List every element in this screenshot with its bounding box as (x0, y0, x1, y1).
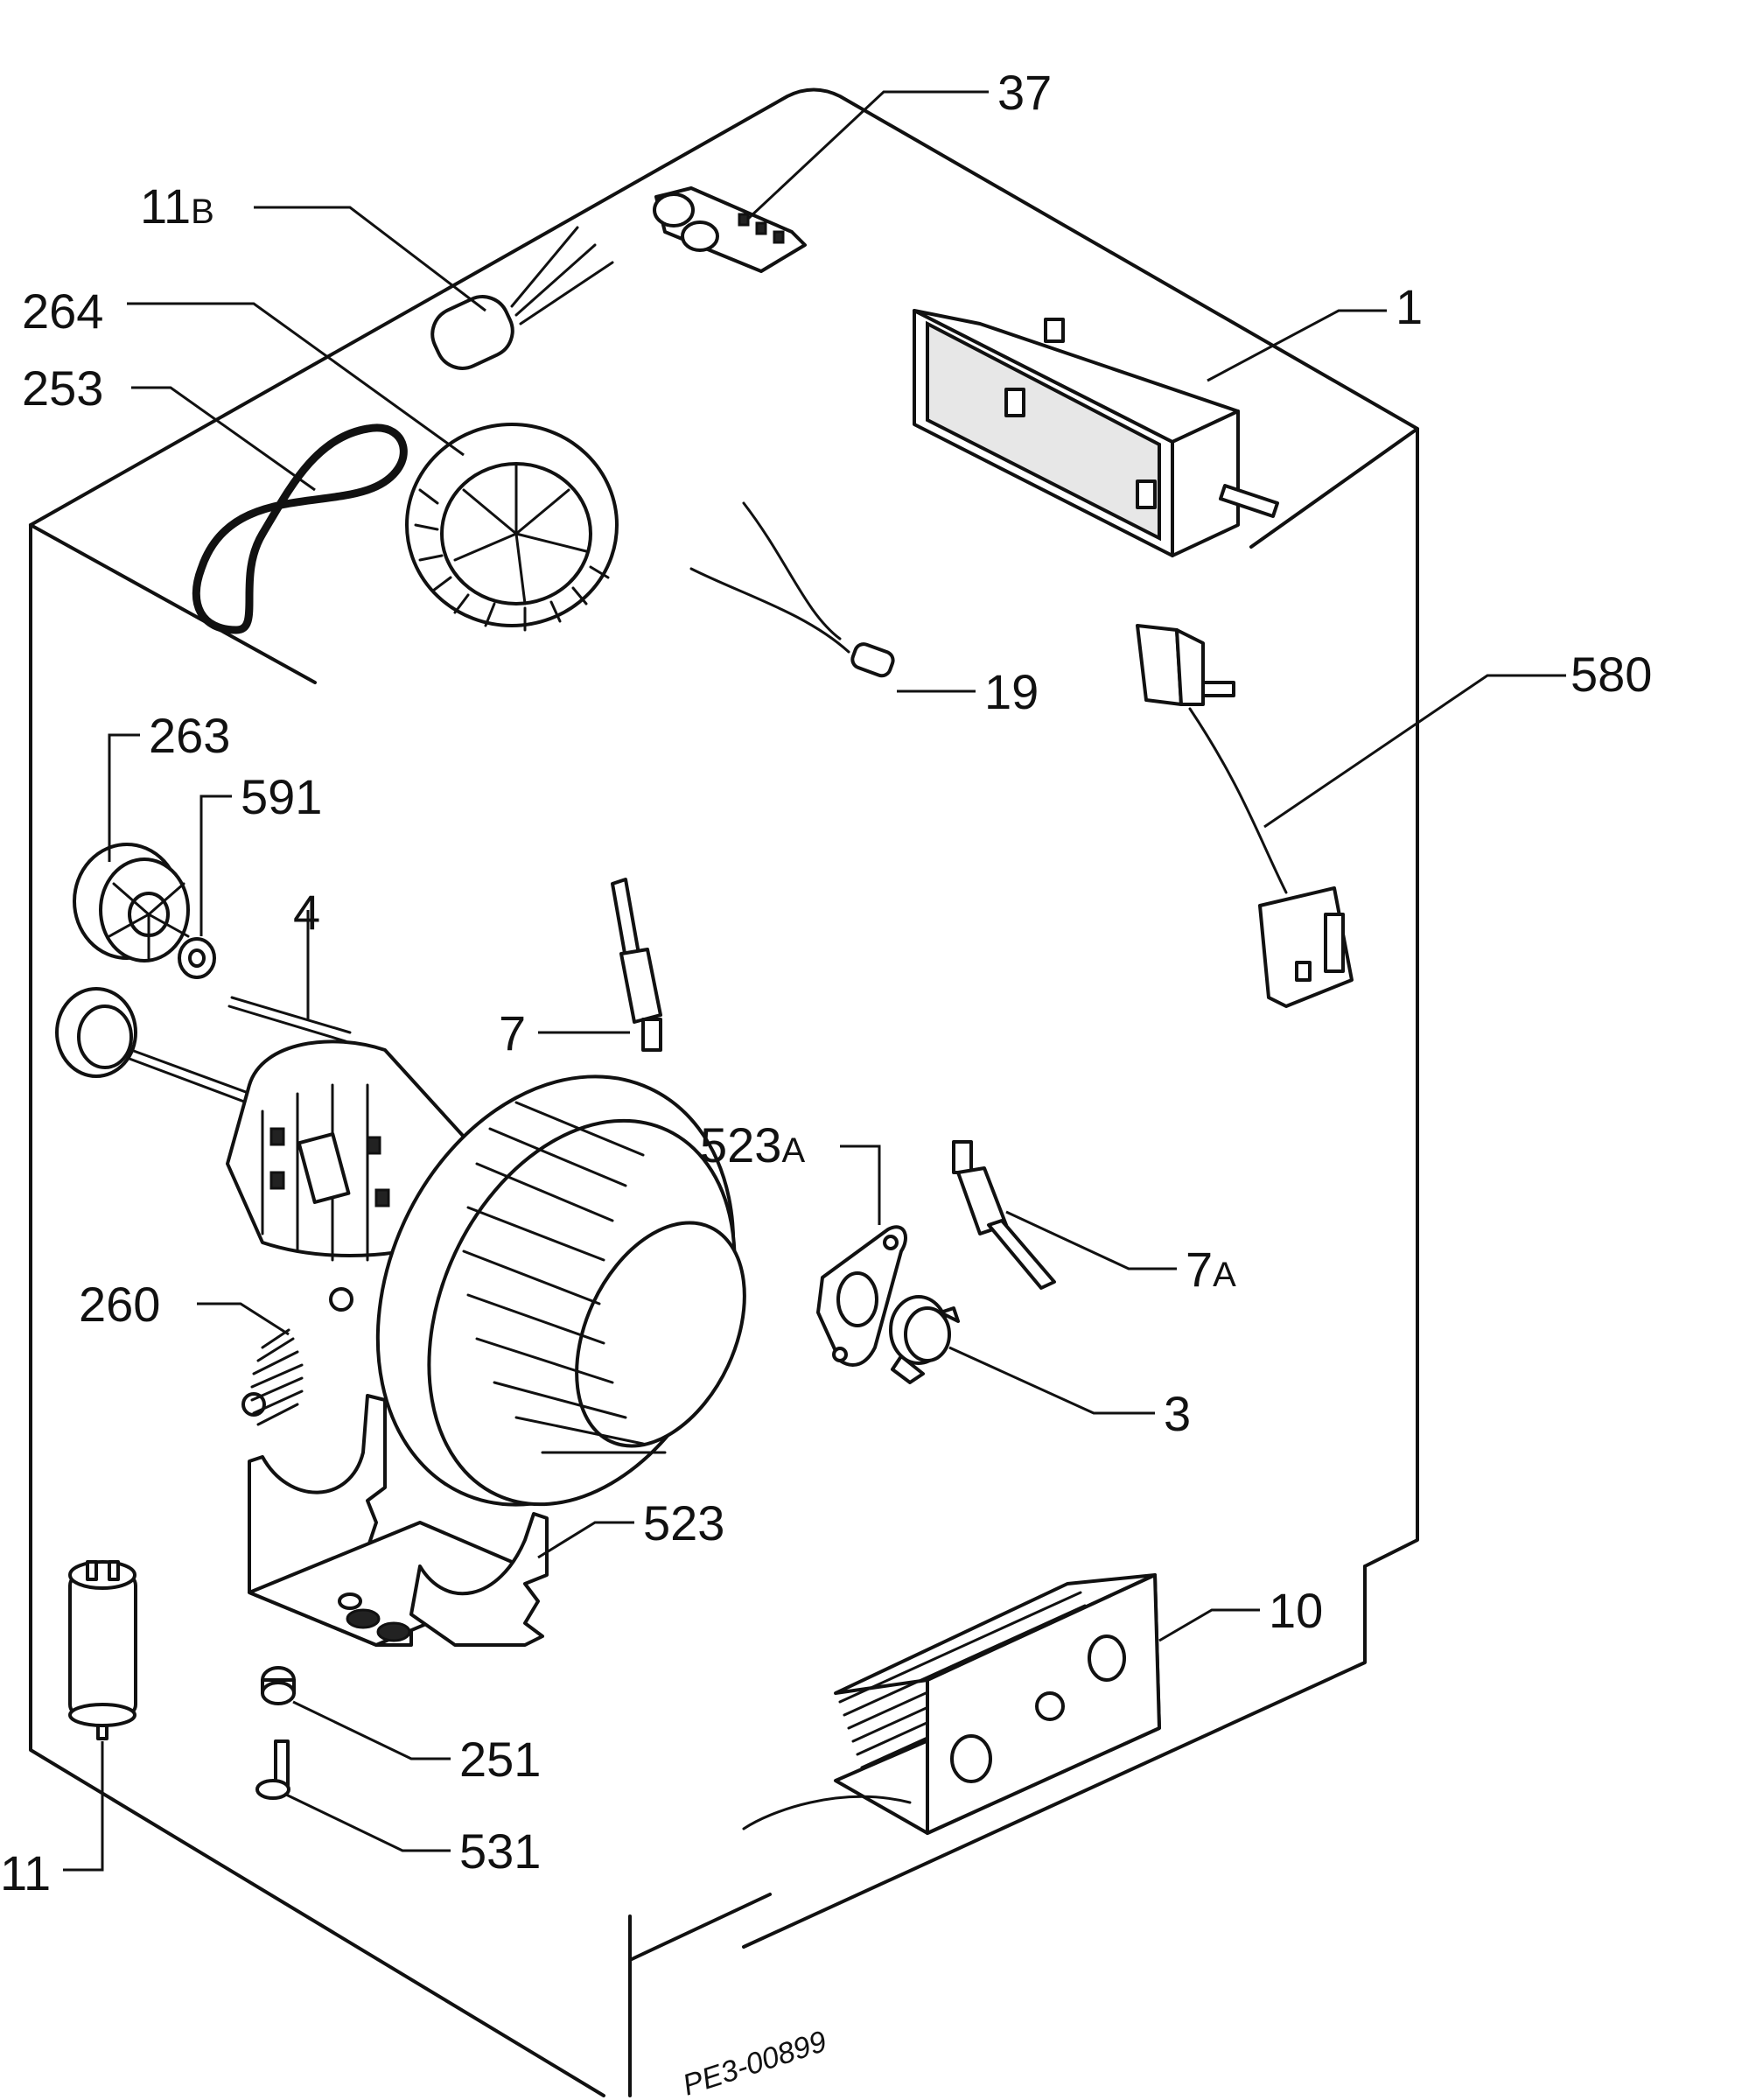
small-capacitor-part (254, 206, 614, 370)
switch-assembly-part (1136, 624, 1354, 1008)
callout-7a-suffix: A (1213, 1256, 1236, 1294)
callout-11b-suffix: B (191, 192, 214, 231)
callout-37: 37 (997, 65, 1052, 120)
callout-10: 10 (1269, 1583, 1323, 1638)
callout-531: 531 (459, 1824, 541, 1879)
callout-523a: 523 (700, 1117, 781, 1172)
nut-part (261, 1666, 296, 1705)
thermostat-probe-7a-part (952, 1140, 1056, 1290)
terminal-block-part (653, 90, 989, 273)
timer-part (913, 309, 1279, 557)
callout-260: 260 (79, 1277, 160, 1332)
washer-part (178, 937, 216, 979)
callout-580: 580 (1571, 647, 1652, 702)
svg-text:7A: 7A (1186, 1242, 1236, 1297)
callout-11b: 11 (140, 178, 191, 234)
callout-3: 3 (1164, 1386, 1191, 1441)
cabinet-outline (29, 88, 1419, 2097)
sensor-part (689, 501, 895, 678)
callout-7a: 7 (1186, 1242, 1213, 1297)
callout-263: 263 (149, 708, 230, 763)
callout-4: 4 (293, 885, 320, 940)
svg-text:523A: 523A (700, 1117, 805, 1172)
svg-text:11B: 11B (140, 178, 214, 234)
thermostat-disk-part (889, 1295, 960, 1384)
drawing-reference: PE3-00899 (679, 2025, 831, 2100)
callout-19: 19 (984, 664, 1039, 719)
callout-251: 251 (459, 1732, 541, 1787)
callout-7: 7 (499, 1005, 526, 1060)
run-capacitor-part (68, 1560, 137, 1740)
screw-part (255, 1740, 290, 1800)
spring-part (241, 1287, 353, 1426)
callout-1: 1 (1396, 279, 1423, 334)
callout-264: 264 (22, 284, 103, 339)
belt-part (192, 424, 408, 634)
pulley-part (73, 843, 190, 962)
callout-523a-suffix: A (781, 1131, 805, 1170)
thermostat-probe-part (611, 878, 662, 1052)
motor-bracket-part (248, 1394, 549, 1647)
heating-element-part (742, 1573, 1161, 1835)
callout-253: 253 (22, 360, 103, 416)
callout-591: 591 (241, 769, 322, 824)
fan-wheel-part (405, 423, 619, 632)
gasket-part (816, 1225, 907, 1367)
callout-523: 523 (643, 1495, 724, 1550)
motor-part (55, 987, 746, 1507)
callout-11: 11 (0, 1845, 51, 1900)
